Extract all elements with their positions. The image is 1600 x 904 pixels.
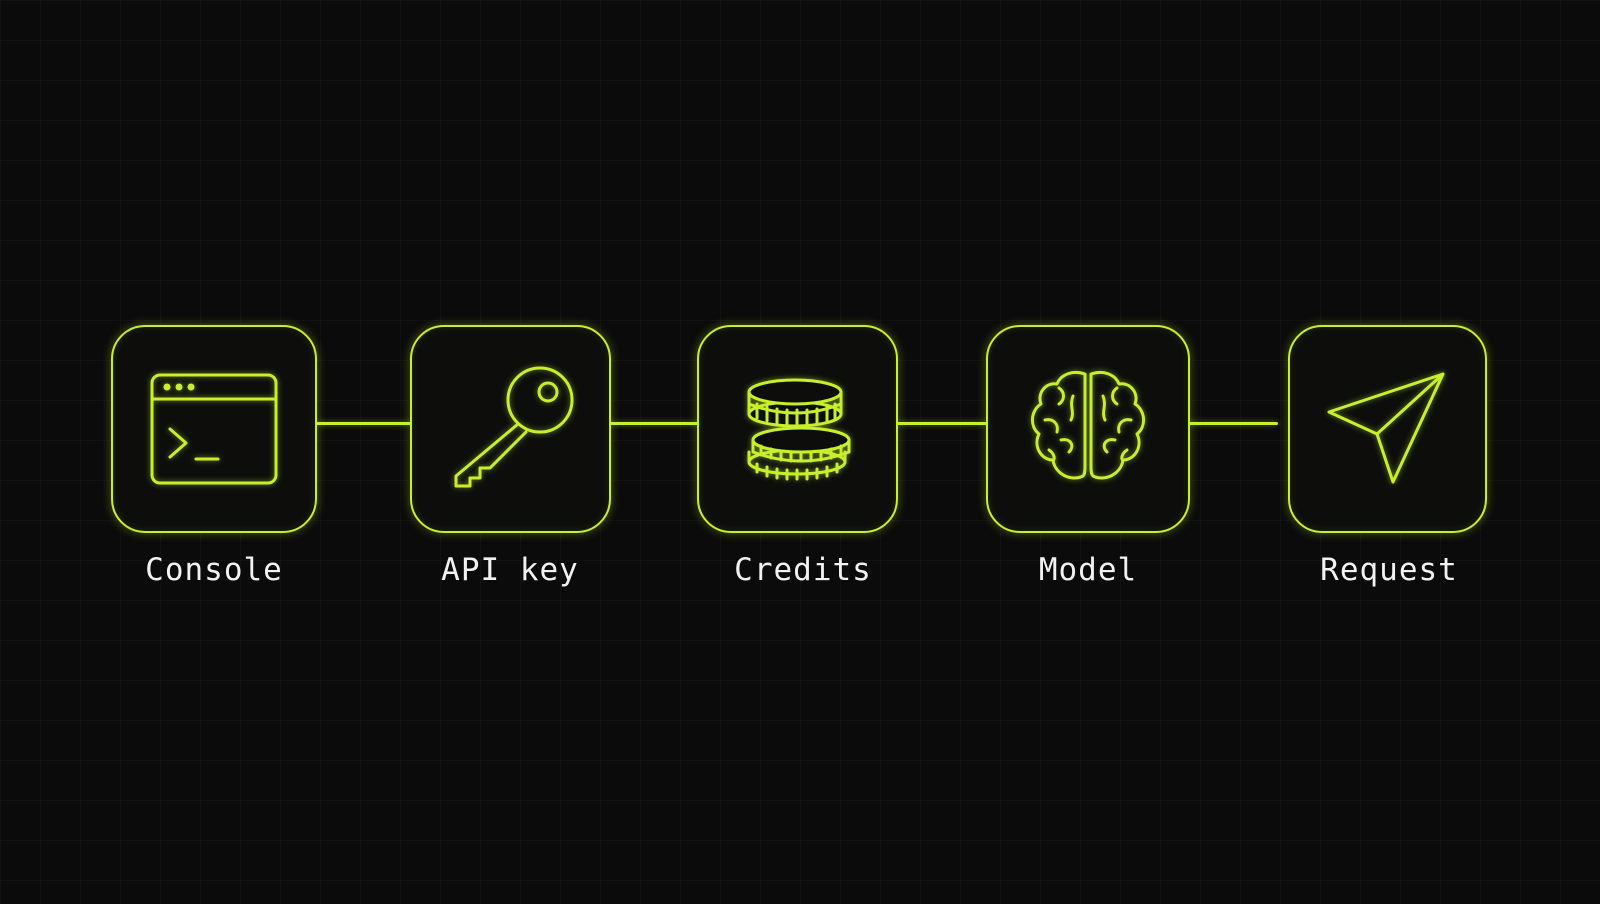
coin-stack-icon: [743, 374, 853, 484]
terminal-window-icon: [148, 371, 280, 487]
step-label-request: Request: [1320, 552, 1458, 588]
step-model: [986, 325, 1190, 533]
connector-apikey-credits: [609, 422, 698, 425]
connector-console-apikey: [315, 422, 411, 425]
brain-icon: [1025, 366, 1151, 492]
paper-plane-icon: [1325, 370, 1451, 488]
connector-model-request: [1186, 422, 1278, 425]
step-label-console: Console: [145, 552, 283, 588]
step-console: [111, 325, 317, 533]
step-api-key: [410, 325, 611, 533]
connector-credits-model: [896, 422, 987, 425]
step-credits: [697, 325, 898, 533]
step-label-model: Model: [1038, 552, 1138, 588]
step-label-credits: Credits: [734, 552, 872, 588]
key-icon: [446, 364, 576, 494]
step-label-api-key: API key: [441, 552, 579, 588]
step-request: [1288, 325, 1487, 533]
